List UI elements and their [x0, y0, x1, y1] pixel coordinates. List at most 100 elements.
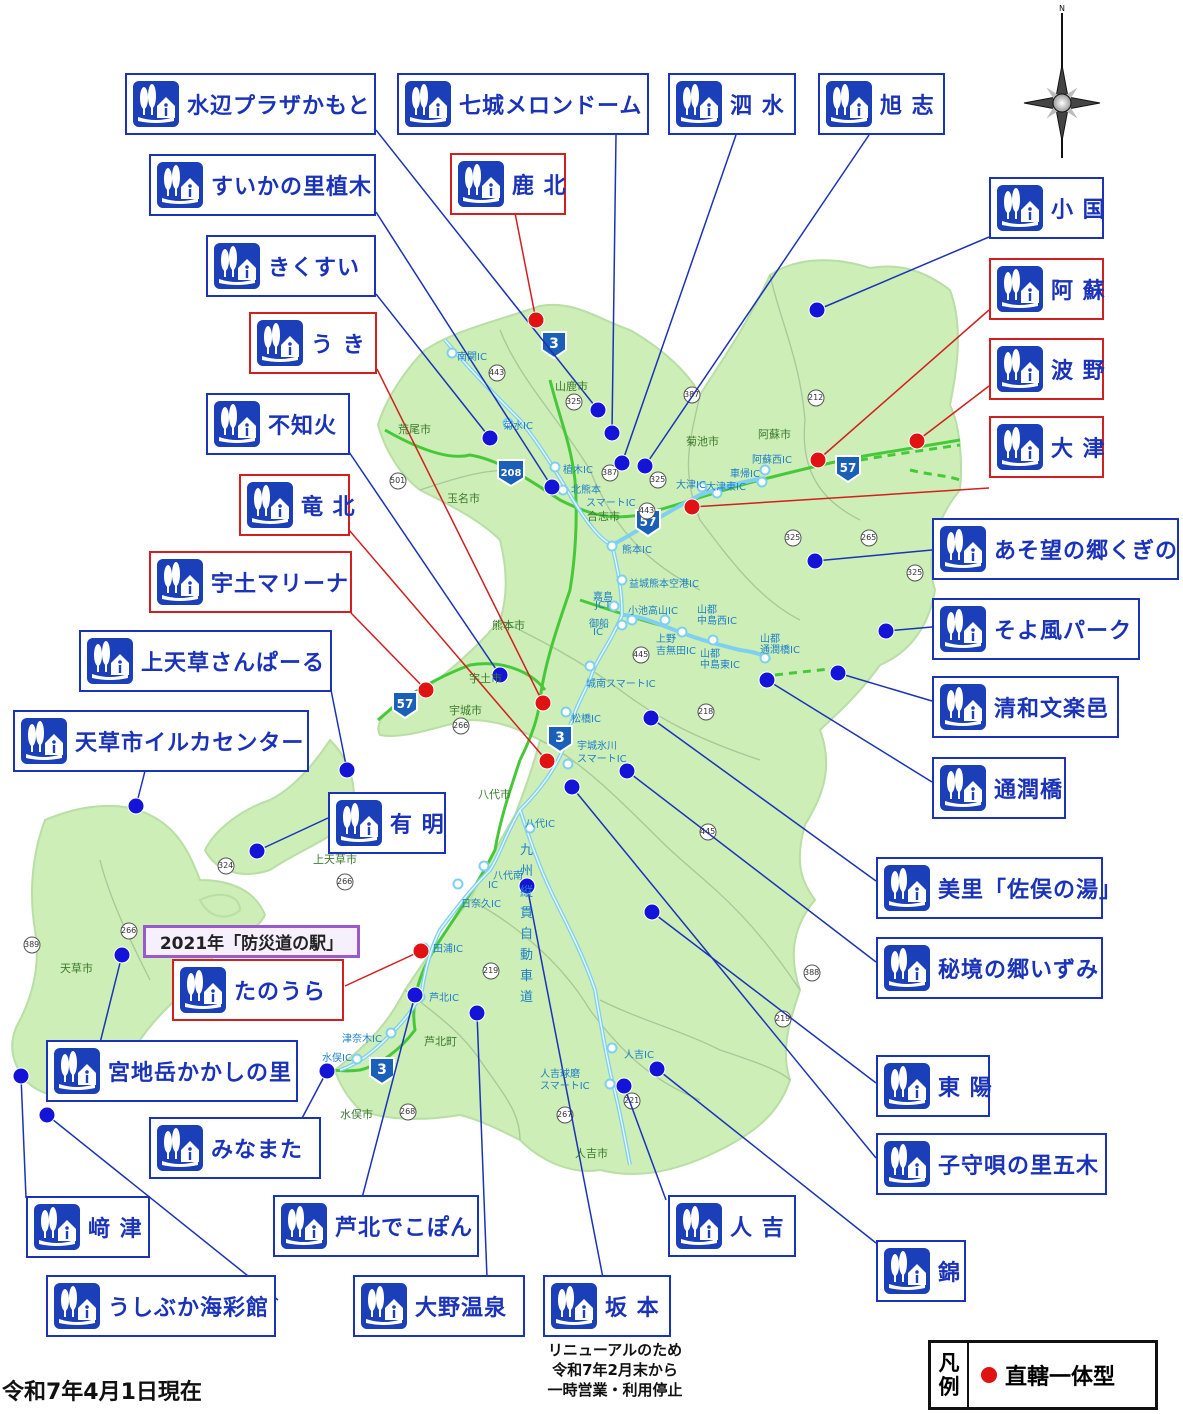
dot-minamata[interactable] — [318, 1062, 336, 1080]
station-label-ozu[interactable]: 大 津 — [989, 416, 1106, 478]
dot-tanoura[interactable] — [412, 942, 430, 960]
station-label-udo[interactable]: 宇土マリーナ — [149, 551, 352, 613]
ic-label: 宇城氷川 — [577, 741, 617, 752]
station-name: 通潤橋 — [994, 778, 1064, 803]
michi-no-eki-icon — [551, 1283, 597, 1329]
station-label-ono[interactable]: 大野温泉 — [353, 1275, 525, 1337]
michi-no-eki-icon — [997, 185, 1043, 231]
dot-seiwa[interactable] — [829, 664, 847, 682]
dot-ozu[interactable] — [683, 498, 701, 516]
station-label-iruka[interactable]: 天草市イルカセンター — [13, 710, 309, 772]
station-name: きくすい — [268, 256, 361, 281]
station-label-tsujun[interactable]: 通潤橋 — [932, 757, 1066, 819]
station-label-kikusui[interactable]: きくすい — [206, 235, 376, 297]
station-label-ariake[interactable]: 有 明 — [328, 792, 446, 854]
station-label-suika[interactable]: すいかの里植木 — [149, 154, 376, 216]
ic-label: 小池高山IC — [628, 606, 678, 617]
dot-tatsuhoku[interactable] — [538, 752, 556, 770]
station-label-komoriuta[interactable]: 子守唄の里五木 — [876, 1133, 1107, 1195]
route-number: 388 — [804, 968, 820, 977]
ic-label: 南関IC — [457, 352, 487, 363]
michi-no-eki-icon — [336, 800, 382, 846]
station-label-ashikita[interactable]: 芦北でこぽん — [273, 1195, 479, 1257]
place-label-kikuchi: 菊池市 — [686, 435, 719, 448]
dot-namino[interactable] — [908, 432, 926, 450]
station-name: 子守唄の里五木 — [938, 1154, 1100, 1179]
dot-komoriuta[interactable] — [563, 778, 581, 796]
ic-label: 山都 — [700, 649, 720, 660]
dot-shisui[interactable] — [613, 454, 631, 472]
station-label-toyo[interactable]: 東 陽 — [876, 1055, 992, 1117]
place-label-arao: 荒尾市 — [398, 423, 431, 436]
station-label-kahoku[interactable]: 鹿 北 — [450, 153, 566, 215]
small-island — [198, 893, 242, 918]
dot-udo[interactable] — [417, 681, 435, 699]
station-label-kyokushi[interactable]: 旭 志 — [818, 73, 945, 135]
dot-shiranui[interactable] — [491, 666, 509, 684]
station-label-misato[interactable]: 美里「佐俣の湯」 — [876, 857, 1121, 919]
dot-iruka[interactable] — [127, 797, 145, 815]
station-name: 大 津 — [1051, 437, 1106, 462]
dot-kamiamakusa[interactable] — [338, 761, 356, 779]
station-label-sakamoto[interactable]: 坂 本 — [543, 1275, 671, 1337]
station-label-seiwa[interactable]: 清和文楽邑 — [932, 676, 1119, 738]
station-label-aso[interactable]: 阿 蘇 — [989, 258, 1105, 320]
station-label-hikyo[interactable]: 秘境の郷いずみ — [876, 937, 1103, 999]
dot-mizube[interactable] — [589, 401, 607, 419]
dot-tsujun[interactable] — [758, 671, 776, 689]
dot-sakamoto[interactable] — [518, 877, 536, 895]
station-label-tatsuhoku[interactable]: 竜 北 — [239, 474, 355, 536]
route-number: 267 — [557, 1110, 573, 1119]
route-number: 387 — [602, 468, 618, 477]
dot-toyo[interactable] — [643, 903, 661, 921]
dot-miyajidake[interactable] — [113, 946, 131, 964]
place-label-hitoyoshi: 人吉市 — [575, 1147, 608, 1160]
station-label-uki[interactable]: う き — [249, 312, 377, 374]
dot-asobou[interactable] — [806, 552, 824, 570]
station-label-kamiamakusa[interactable]: 上天草さんぱーる — [79, 630, 332, 692]
station-label-mizube[interactable]: 水辺プラザかもと — [125, 73, 376, 135]
dot-ono[interactable] — [468, 1004, 486, 1022]
station-label-minamata[interactable]: みなまた — [149, 1117, 321, 1179]
dot-suika[interactable] — [543, 478, 561, 496]
route-shield-208: 208 — [497, 459, 525, 488]
station-label-hitoyoshi[interactable]: 人 吉 — [668, 1195, 796, 1257]
dot-nishiki[interactable] — [648, 1060, 666, 1078]
dot-ushibuka[interactable] — [38, 1106, 56, 1124]
station-label-oguni[interactable]: 小 国 — [989, 177, 1105, 239]
dot-aso[interactable] — [809, 451, 827, 469]
station-label-nishiki[interactable]: 錦 — [876, 1240, 966, 1302]
station-name: 宇土マリーナ — [211, 572, 350, 597]
station-label-ushibuka[interactable]: うしぶか海彩館 — [46, 1275, 276, 1337]
dot-hitoyoshi[interactable] — [615, 1077, 633, 1095]
dot-hikyo[interactable] — [618, 762, 636, 780]
ic-label: スマートIC — [577, 754, 627, 765]
station-name: 七城メロンドーム — [459, 94, 643, 119]
station-label-tanoura[interactable]: たのうら — [172, 959, 344, 1021]
route-shield-text: 57 — [840, 461, 857, 475]
station-label-nanajo[interactable]: 七城メロンドーム — [397, 73, 649, 135]
dot-sakitsu[interactable] — [12, 1067, 30, 1085]
route-shield-text: 208 — [501, 468, 522, 479]
station-label-miyajidake[interactable]: 宮地岳かかしの里 — [46, 1040, 298, 1102]
station-label-namino[interactable]: 波 野 — [989, 338, 1105, 400]
station-label-shiranui[interactable]: 不知火 — [206, 393, 350, 455]
dot-kyokushi[interactable] — [636, 457, 654, 475]
dot-soyokaze[interactable] — [877, 622, 895, 640]
station-label-shisui[interactable]: 泗 水 — [668, 73, 796, 135]
dot-kikusui[interactable] — [481, 429, 499, 447]
station-label-soyokaze[interactable]: そよ風パーク — [932, 598, 1140, 660]
dot-ariake[interactable] — [248, 842, 266, 860]
station-label-asobou[interactable]: あそ望の郷くぎの — [932, 518, 1179, 580]
ic-label: 中島東IC — [700, 660, 740, 671]
station-label-sakitsu[interactable]: 﨑 津 — [26, 1196, 150, 1258]
route-number: 389 — [24, 940, 40, 949]
dot-kahoku[interactable] — [527, 311, 545, 329]
ic-label: 通潤橋IC — [760, 645, 800, 656]
dot-oguni[interactable] — [808, 301, 826, 319]
dot-nanajo[interactable] — [603, 424, 621, 442]
dot-uki[interactable] — [534, 694, 552, 712]
dot-misato[interactable] — [642, 709, 660, 727]
dot-ashikita[interactable] — [406, 986, 424, 1004]
